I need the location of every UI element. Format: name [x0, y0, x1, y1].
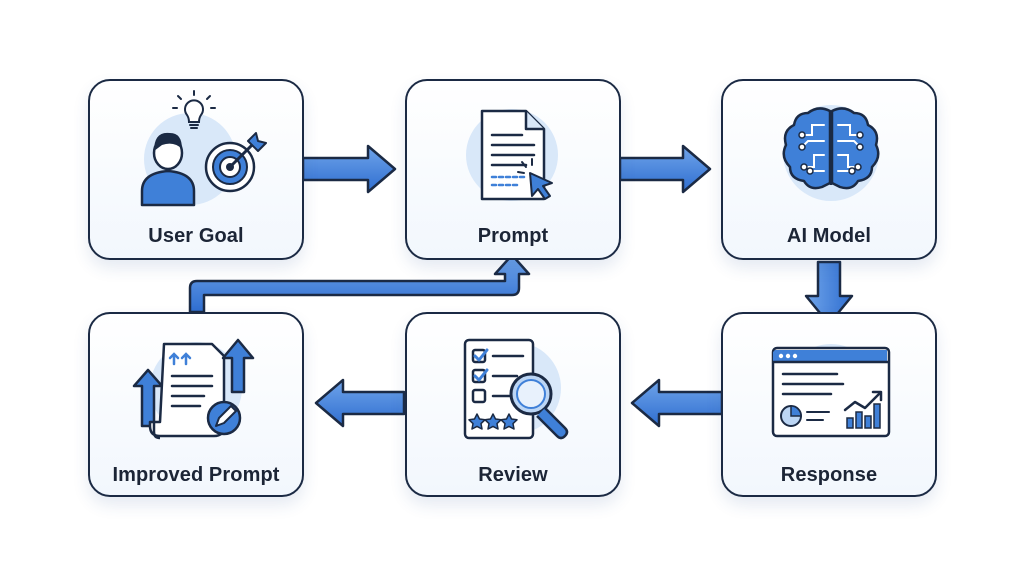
edge-improved-prompt-to-prompt: [188, 253, 531, 314]
node-label: Prompt: [477, 225, 549, 247]
node-response: Response: [721, 312, 937, 497]
node-ai-model: AI Model: [721, 79, 937, 260]
user-with-target-and-lightbulb-icon: [140, 90, 267, 207]
node-label: Response: [780, 464, 878, 486]
node-improved-prompt: Improved Prompt: [88, 312, 304, 497]
node-label: Improved Prompt: [112, 464, 280, 486]
document-with-cursor-icon: [466, 109, 558, 201]
node-label: User Goal: [148, 225, 244, 247]
checklist-with-magnifier-icon: [463, 338, 569, 440]
node-label: Review: [478, 464, 548, 486]
browser-window-with-charts-icon: [771, 344, 891, 438]
node-user-goal: User Goal: [88, 79, 304, 260]
edge-ai-model-to-response: [804, 260, 854, 326]
edge-review-to-improved-prompt: [314, 378, 406, 428]
circuit-brain-icon: [782, 105, 880, 201]
edge-prompt-to-ai-model: [618, 144, 712, 194]
edge-response-to-review: [630, 378, 724, 428]
node-prompt: Prompt: [405, 79, 621, 260]
node-label: AI Model: [786, 225, 872, 247]
document-with-up-arrows-and-pencil-icon: [132, 338, 255, 440]
edge-user-goal-to-prompt: [301, 144, 397, 194]
node-review: Review: [405, 312, 621, 497]
